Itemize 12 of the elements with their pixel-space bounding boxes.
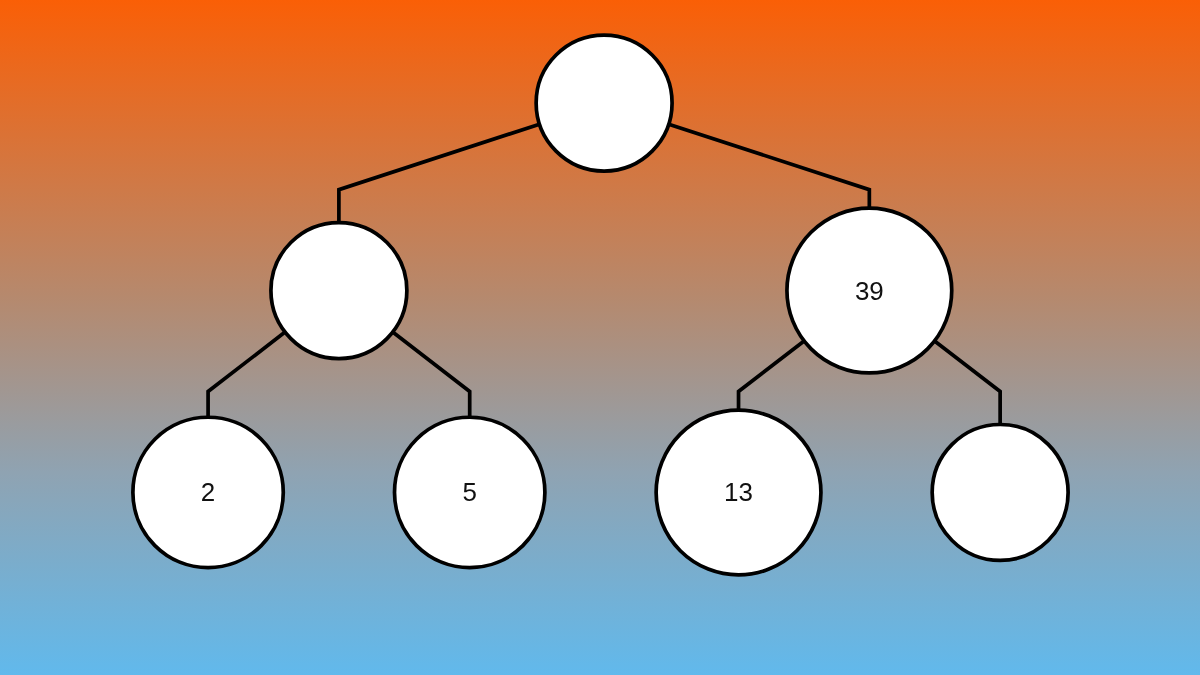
connector <box>391 330 472 418</box>
node-circle: 39 <box>784 206 954 375</box>
connector <box>205 330 286 418</box>
node-circle <box>929 422 1070 563</box>
node-circle <box>268 220 409 361</box>
node-circle: 2 <box>130 415 285 570</box>
node-circle <box>533 33 674 173</box>
connector <box>736 339 805 411</box>
node-circle: 5 <box>392 415 547 570</box>
node-circle: 13 <box>653 408 823 577</box>
connector <box>932 339 1002 425</box>
connector <box>336 122 540 223</box>
